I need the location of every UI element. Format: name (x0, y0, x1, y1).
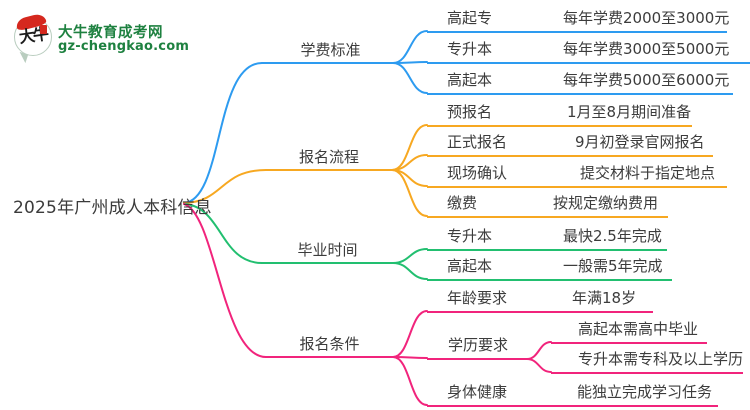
node-value: 9月初登录官网报名 (575, 133, 705, 151)
fork-tuition-1 (392, 30, 428, 64)
node-label: 高起本 (447, 71, 493, 89)
node-label: 专升本 (447, 40, 493, 58)
fork-tuition-3 (392, 62, 428, 94)
branch-node-process[interactable]: 报名流程 (298, 148, 359, 166)
node-label: 专升本 (447, 227, 493, 245)
fork-tuition-2 (392, 61, 428, 64)
node-row-zhuanshengben-fee[interactable]: 专升本 每年学费3000至5000元 (427, 39, 750, 64)
node-row-gaoqiben-fee[interactable]: 高起本 每年学费5000至6000元 (427, 70, 733, 95)
node-row-xianchangqueren[interactable]: 现场确认 提交材料于指定地点 (427, 163, 727, 188)
fork-graduation-2 (392, 262, 428, 280)
node-label: 身体健康 (447, 383, 508, 401)
node-label: 年龄要求 (447, 289, 508, 307)
fork-process-4 (391, 169, 428, 217)
node-label: 高起专 (447, 9, 493, 27)
node-value: 按规定缴纳费用 (553, 194, 659, 212)
logo-seal-icon (40, 25, 47, 34)
node-label: 缴费 (447, 194, 478, 212)
logo-bubble-tail (16, 51, 29, 64)
node-row-xueli-zhuanshengben[interactable]: 专升本需专科及以上学历 (551, 349, 743, 374)
node-row-xueli[interactable]: 学历要求 (427, 335, 527, 360)
node-row-jiaofei[interactable]: 缴费 按规定缴纳费用 (427, 193, 668, 218)
node-row-xueli-gaoqiben[interactable]: 高起本需高中毕业 (551, 319, 707, 344)
site-logo[interactable]: 大牛 大牛教育成考网 gz-chengkao.com (12, 12, 189, 64)
node-row-zhuanshengben-time[interactable]: 专升本 最快2.5年完成 (427, 226, 667, 251)
node-value: 每年学费3000至5000元 (563, 40, 730, 58)
node-row-nianling[interactable]: 年龄要求 年满18岁 (427, 288, 653, 313)
node-value: 专升本需专科及以上学历 (578, 350, 744, 368)
node-label: 高起本 (447, 257, 493, 275)
node-row-gaoqizhuan[interactable]: 高起专 每年学费2000至3000元 (427, 8, 730, 33)
branch-curve-process (183, 169, 267, 204)
logo-bubble-icon: 大牛 (14, 12, 52, 64)
fork-graduation-1 (392, 248, 428, 264)
node-value: 每年学费5000至6000元 (563, 71, 730, 89)
node-label: 学历要求 (448, 336, 509, 354)
node-row-gaoqiben-time[interactable]: 高起本 一般需5年完成 (427, 256, 672, 281)
node-value: 一般需5年完成 (563, 257, 663, 275)
branch-node-tuition[interactable]: 学费标准 (300, 41, 361, 59)
branch-node-conditions[interactable]: 报名条件 (299, 335, 360, 353)
branch-curve-tuition (183, 62, 263, 204)
node-value: 年满18岁 (572, 289, 637, 307)
fork-education-2 (526, 358, 552, 373)
node-value: 每年学费2000至3000元 (563, 9, 730, 27)
node-row-shenti[interactable]: 身体健康 能独立完成学习任务 (427, 382, 718, 407)
node-value: 1月至8月期间准备 (567, 103, 692, 121)
fork-conditions-3 (392, 356, 428, 406)
fork-education-1 (526, 341, 552, 360)
node-label: 预报名 (447, 103, 493, 121)
node-value: 能独立完成学习任务 (577, 383, 713, 401)
node-row-yubaoming[interactable]: 预报名 1月至8月期间准备 (427, 102, 692, 127)
node-label: 现场确认 (447, 164, 508, 182)
node-value: 高起本需高中毕业 (578, 320, 699, 338)
root-node[interactable]: 2025年广州成人本科信息 (13, 198, 212, 218)
logo-title: 大牛教育成考网 (58, 25, 163, 41)
node-value: 最快2.5年完成 (563, 227, 662, 245)
node-row-zhengshibaoming[interactable]: 正式报名 9月初登录官网报名 (427, 132, 713, 157)
branch-curve-conditions (183, 203, 267, 358)
logo-domain: gz-chengkao.com (58, 39, 190, 54)
branch-curve-graduation (183, 203, 263, 264)
fork-conditions-1 (392, 310, 428, 358)
node-label: 正式报名 (447, 133, 508, 151)
node-value: 提交材料于指定地点 (580, 164, 716, 182)
branch-node-graduation[interactable]: 毕业时间 (297, 241, 358, 259)
